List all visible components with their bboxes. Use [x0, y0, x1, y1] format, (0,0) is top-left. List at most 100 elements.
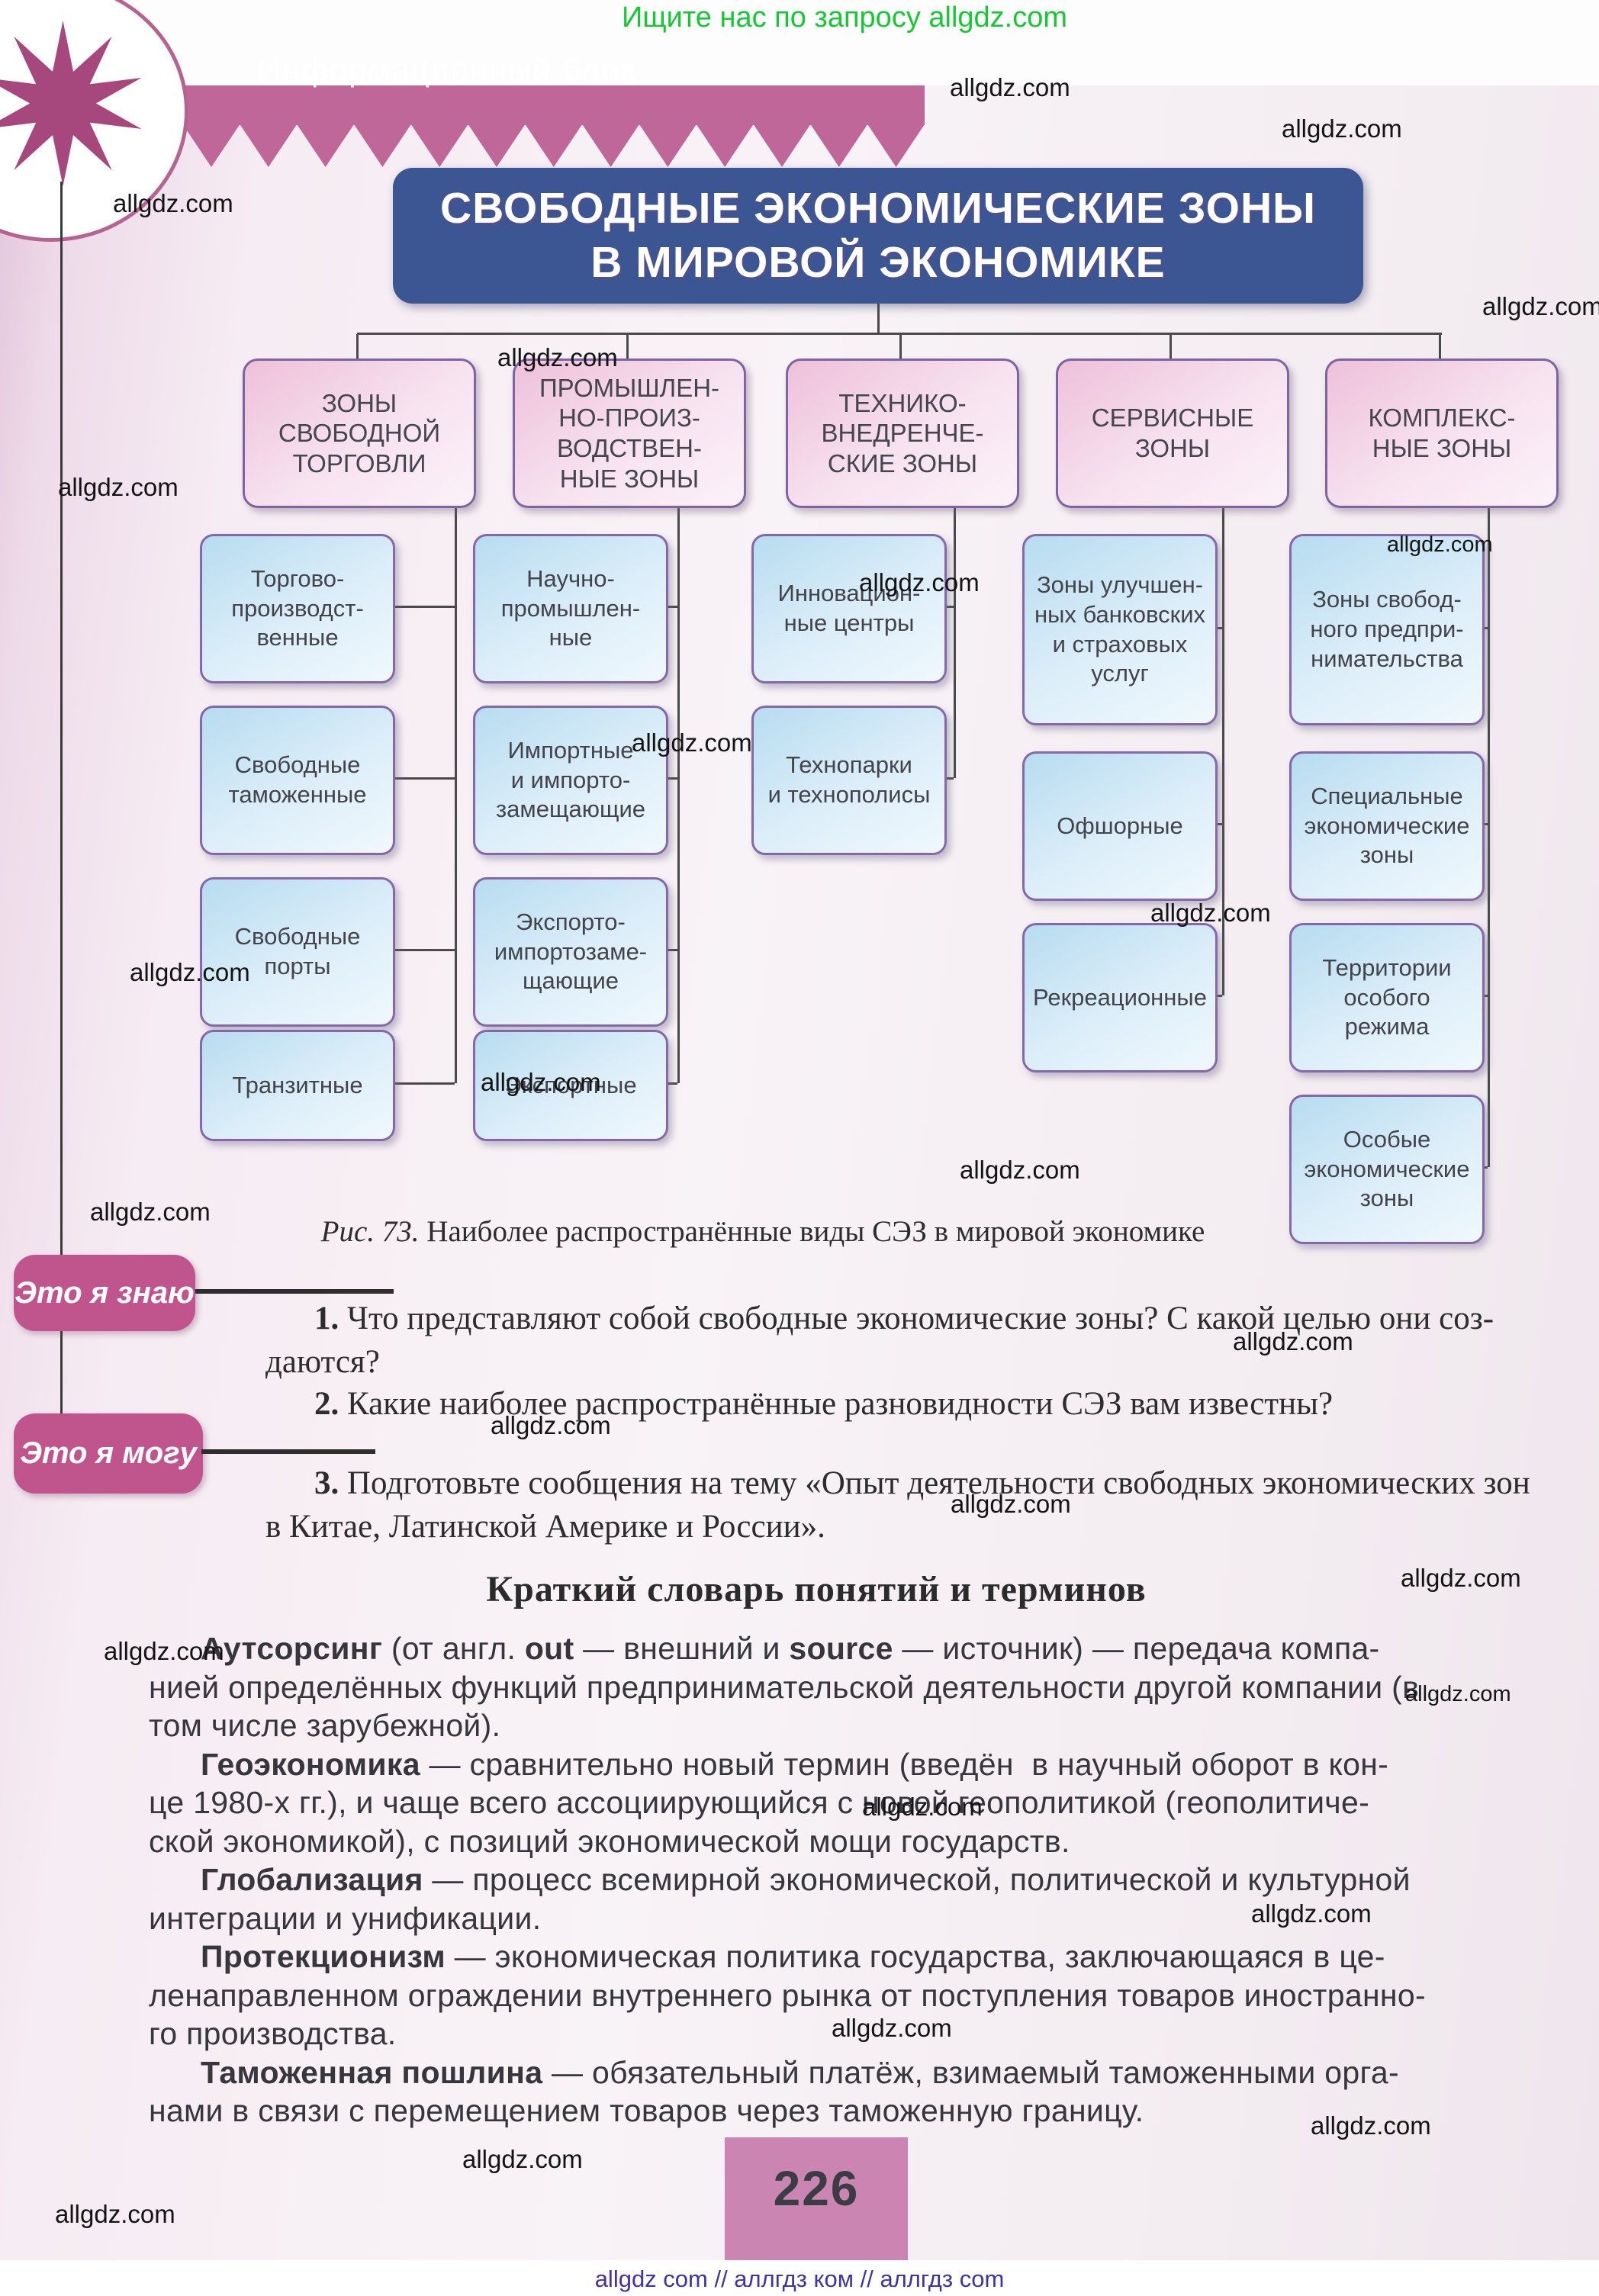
connector-line [877, 304, 880, 334]
connector-rail [357, 333, 1442, 335]
glossary-entry: Аутсорсинг (от англ. out — внешний и sou… [149, 1629, 1583, 1745]
zone-category-box: КОМПЛЕКС- НЫЕ ЗОНЫ [1325, 359, 1559, 508]
info-banner-label: Информационный блок [258, 52, 637, 88]
glossary-term: Глобализация [201, 1862, 423, 1897]
connector-line [626, 334, 629, 359]
zone-type-box: Особые экономические зоны [1289, 1095, 1485, 1244]
zone-type-box: Свободные таможенные [200, 706, 395, 855]
glossary-definition: (от англ. [382, 1631, 525, 1666]
watermark: allgdz.com [1233, 1327, 1353, 1355]
glossary-definition: — источник) — передача компа- нией опред… [149, 1631, 1420, 1743]
glossary-term: Геоэкономика [201, 1746, 420, 1782]
watermark: allgdz.com [862, 1793, 983, 1821]
watermark: allgdz.com [1311, 2111, 1431, 2140]
zone-category-box: ТЕХНИКО- ВНЕДРЕНЧЕ- СКИЕ ЗОНЫ [786, 359, 1019, 508]
glossary-term: Таможенная пошлина [201, 2054, 543, 2090]
zone-type-box: Свободные порты [200, 877, 395, 1027]
question-number: 2. [314, 1386, 339, 1422]
question-text: Подготовьте сообщения на тему «Опыт деят… [265, 1465, 1530, 1545]
watermark: allgdz.com [951, 1490, 1071, 1518]
connector-line [1439, 334, 1441, 359]
watermark: allgdz.com [497, 343, 618, 371]
column-rail [677, 503, 680, 1083]
connector-stub [391, 777, 455, 780]
figure-caption-number: Рис. 73. [320, 1215, 420, 1248]
page-number: 226 [773, 2161, 860, 2216]
watermark-banner: Ищите нас по запросу allgdz.com [622, 2, 1068, 34]
zone-type-box: Зоны свобод- ного предпри- нимательства [1289, 534, 1485, 725]
zone-type-box: Торгово- производст- венные [200, 534, 395, 683]
glossary-heading: Краткий словарь понятий и терминов [486, 1569, 1147, 1609]
zone-category-box: ЗОНЫ СВОБОДНОЙ ТОРГОВЛИ [243, 359, 476, 508]
glossary-definition: — обязательный платёж, взимаемый таможен… [149, 2054, 1399, 2129]
connector-stub [1213, 995, 1222, 997]
badge-rule-2 [201, 1449, 375, 1454]
question-text: Что представляют собой свободные экономи… [265, 1301, 1494, 1380]
zone-type-box: Экспорто- импортозаме- щающие [473, 877, 668, 1027]
glossary-term: source [789, 1631, 893, 1666]
glossary-definition: — сравнительно новый термин (введён в на… [149, 1746, 1389, 1859]
badge-rule-1 [195, 1289, 394, 1294]
watermark: allgdz.com [632, 728, 752, 757]
margin-rule-line [60, 182, 63, 1452]
zone-category-box: СЕРВИСНЫЕ ЗОНЫ [1056, 359, 1289, 508]
connector-stub [664, 606, 677, 608]
footer-watermark: allgdz com // аллгдз ком // аллгдз com [594, 2265, 1005, 2292]
zone-type-box: Инновацион- ные центры [751, 534, 947, 683]
column-rail [1222, 503, 1224, 995]
watermark: allgdz.com [1482, 292, 1599, 320]
connector-stub [942, 777, 954, 780]
glossary-definition: — внешний и [574, 1631, 790, 1666]
watermark: allgdz.com [481, 1068, 601, 1096]
figure-title-line1: СВОБОДНЫЕ ЭКОНОМИЧЕСКИЕ ЗОНЫ [440, 183, 1316, 233]
glossary-term: out [524, 1631, 574, 1666]
figure-caption: Рис. 73. Наиболее распространённые виды … [0, 1214, 1526, 1249]
watermark: allgdz.com [55, 2200, 175, 2228]
zone-type-box: Технопарки и технополисы [751, 706, 947, 855]
question-number: 1. [314, 1301, 339, 1336]
column-rail [1488, 503, 1490, 1167]
watermark: allgdz.com [90, 1198, 211, 1226]
question-item: 1. Что представляют собой свободные экон… [265, 1297, 1578, 1384]
zone-category-box: ПРОМЫШЛЕН- НО-ПРОИЗ- ВОДСТВЕН- НЫЕ ЗОНЫ [513, 359, 746, 508]
connector-stub [391, 949, 455, 951]
zone-type-box: Офшорные [1022, 751, 1218, 901]
question-item: 3. Подготовьте сообщения на тему «Опыт д… [265, 1462, 1578, 1548]
zone-type-box: Транзитные [200, 1030, 395, 1141]
watermark: allgdz.com [1387, 532, 1493, 557]
watermark: allgdz.com [1282, 114, 1402, 143]
zone-type-box: Территории особого режима [1289, 923, 1485, 1072]
figure-title-line2: В МИРОВОЙ ЭКОНОМИКЕ [590, 238, 1166, 287]
glossary-entry: Таможенная пошлина — обязательный платёж… [149, 2053, 1583, 2130]
watermark: allgdz.com [491, 1411, 611, 1439]
glossary-definition: — процесс всемирной экономической, полит… [149, 1862, 1411, 1936]
watermark: allgdz.com [960, 1156, 1080, 1184]
connector-stub [664, 1082, 677, 1085]
glossary-entry: Протекционизм — экономическая политика г… [149, 1937, 1583, 2053]
zone-type-box: Специальные экономические зоны [1289, 751, 1485, 901]
watermark: allgdz.com [462, 2145, 583, 2173]
zone-type-box: Импортные и импорто- замещающие [473, 706, 668, 855]
glossary-entry: Геоэкономика — сравнительно новый термин… [149, 1745, 1583, 1861]
watermark: allgdz.com [130, 958, 250, 986]
watermark: allgdz.com [1405, 1682, 1511, 1706]
info-banner [69, 85, 925, 125]
glossary-definition: — экономическая политика государства, за… [149, 1939, 1426, 2051]
watermark: allgdz.com [1150, 899, 1271, 927]
zone-type-box: Рекреационные [1022, 923, 1218, 1072]
connector-stub [664, 777, 677, 780]
badge-eto-ya-mogu: Это я могу [14, 1413, 203, 1494]
question-number: 3. [314, 1465, 339, 1501]
glossary-term: Аутсорсинг [201, 1631, 383, 1666]
top-white-strip [0, 0, 1599, 85]
connector-stub [1213, 626, 1222, 629]
watermark: allgdz.com [832, 2014, 952, 2042]
watermark: allgdz.com [113, 189, 233, 217]
watermark: allgdz.com [104, 1637, 224, 1665]
bottom-white-strip [0, 2260, 1599, 2296]
zone-type-box: Зоны улучшен- ных банковских и страховых… [1022, 534, 1218, 725]
connector-stub [391, 1082, 455, 1085]
badge-eto-ya-znayu: Это я знаю [14, 1255, 195, 1331]
glossary-term: Протекционизм [201, 1939, 446, 1974]
